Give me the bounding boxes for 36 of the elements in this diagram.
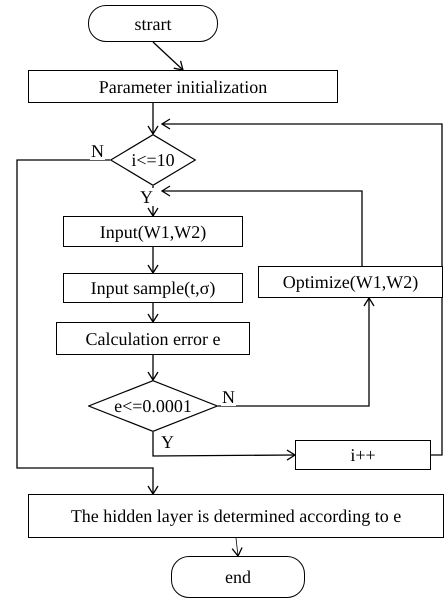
edge-label: Y [139, 188, 154, 206]
arrow [147, 303, 159, 323]
edge-label: Y [160, 433, 175, 451]
node-text: Input(W1,W2) [100, 222, 206, 240]
arrow [147, 103, 159, 135]
node-text: i++ [350, 446, 376, 464]
arrow [152, 432, 296, 461]
node-text: strart [134, 14, 172, 32]
edge-label: N [221, 388, 236, 406]
arrow [152, 42, 184, 71]
node-text: Calculation error e [86, 330, 220, 348]
arrow [161, 118, 443, 456]
node-text: Input sample(t,σ) [90, 279, 216, 297]
arrow [147, 355, 159, 381]
node-text: e<=0.0001 [114, 397, 192, 415]
process-box [56, 322, 250, 355]
arrow [218, 297, 375, 407]
arrow [147, 186, 159, 217]
node-text: The hidden layer is determined according to e [70, 507, 402, 525]
process-box [295, 440, 431, 470]
arrow [232, 538, 243, 557]
edge-label: N [90, 142, 105, 160]
process-box [63, 273, 243, 303]
process-box [28, 70, 338, 103]
process-box [28, 494, 444, 538]
node-text: Parameter initialization [98, 78, 268, 96]
arrow [16, 159, 159, 495]
arrow [161, 185, 363, 266]
node-text: i<=10 [131, 151, 175, 169]
terminal-pill [88, 5, 218, 42]
node-text: Optimize(W1,W2) [282, 273, 418, 291]
node-text: end [225, 568, 251, 586]
process-box [63, 216, 243, 247]
arrow [147, 247, 159, 274]
terminal-pill [171, 556, 305, 598]
process-box [258, 266, 443, 298]
